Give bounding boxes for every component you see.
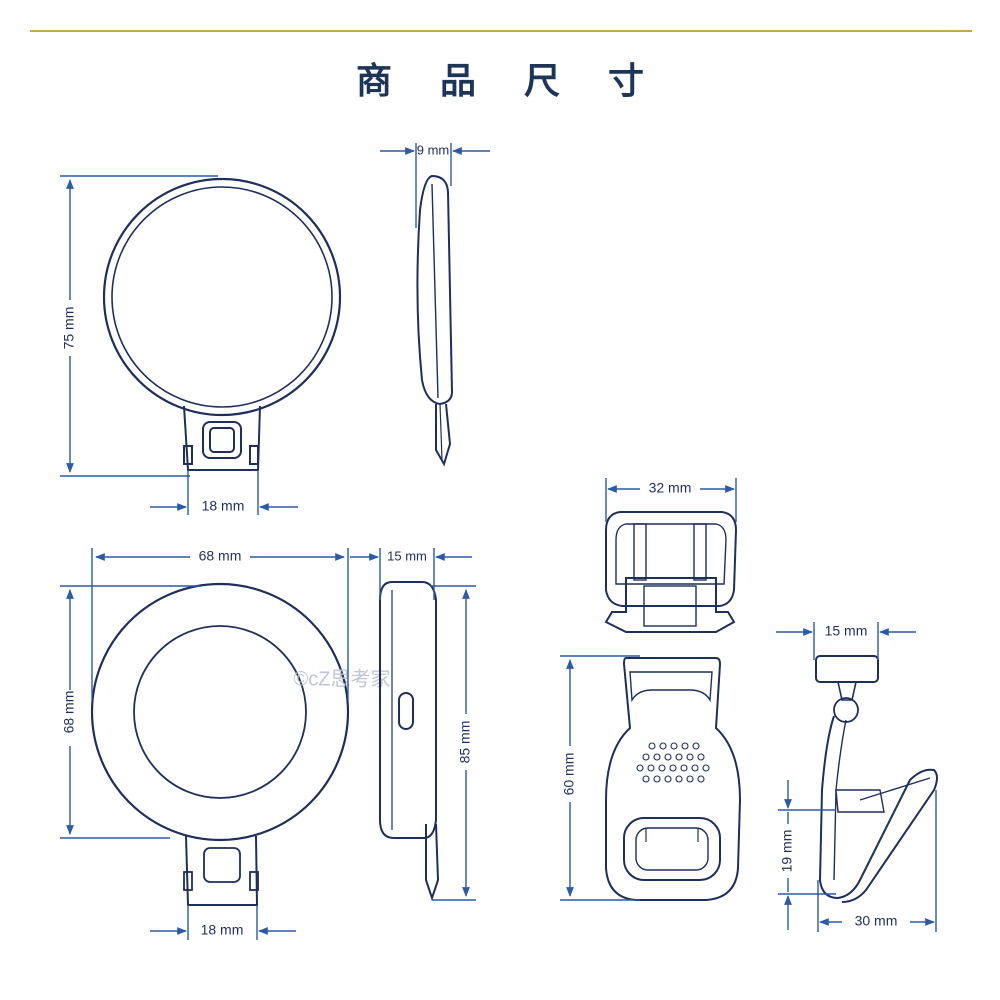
light-width-label: 68 mm [199,548,242,564]
mirror-depth-label: 9 mm [417,142,450,157]
label-bg [560,746,580,802]
clip-top-view [604,511,738,633]
clip-side-height-label: 19 mm [779,830,795,873]
mirror-clip-width-label: 18 mm [202,498,245,514]
label-bg [60,300,80,356]
mirror-height-dimension [60,175,218,477]
light-side-view [379,581,440,902]
clip-side-width-dimension [817,790,937,932]
watermark: ©cZ思考家 [294,667,391,690]
page-title: 商品尺寸 [355,61,692,102]
light-width-dimension [91,548,349,700]
clip-side-width-label: 30 mm [855,913,898,929]
label-bg [456,714,476,770]
light-clip-width-label: 18 mm [201,922,244,938]
clip-speaker-holes [636,742,710,783]
light-total-height-label: 85 mm [457,721,473,764]
mirror-side-view [416,174,454,467]
light-front-view [90,582,350,906]
clip-front-height-label: 60 mm [561,753,577,796]
mirror-front-view [102,177,342,471]
light-depth-label: 15 mm [387,548,427,563]
light-clip-width-dimension [150,905,296,940]
clip-top-width-label: 32 mm [649,480,692,496]
light-depth-dimension [350,548,472,600]
light-height-dimension [60,585,200,839]
clip-front-view [605,657,742,901]
light-height-label: 68 mm [61,691,77,734]
label-bg [778,824,798,878]
clip-top-width-dimension [605,478,737,522]
label-bg [60,690,80,746]
mirror-depth-dimension [380,143,490,228]
mirror-clip-width-dimension [150,470,298,515]
top-divider [30,30,972,32]
clip-side-view [815,655,938,903]
mirror-height-label: 75 mm [61,307,77,350]
clip-side-top-dimension [776,622,916,660]
clip-side-top-label: 15 mm [825,623,868,639]
